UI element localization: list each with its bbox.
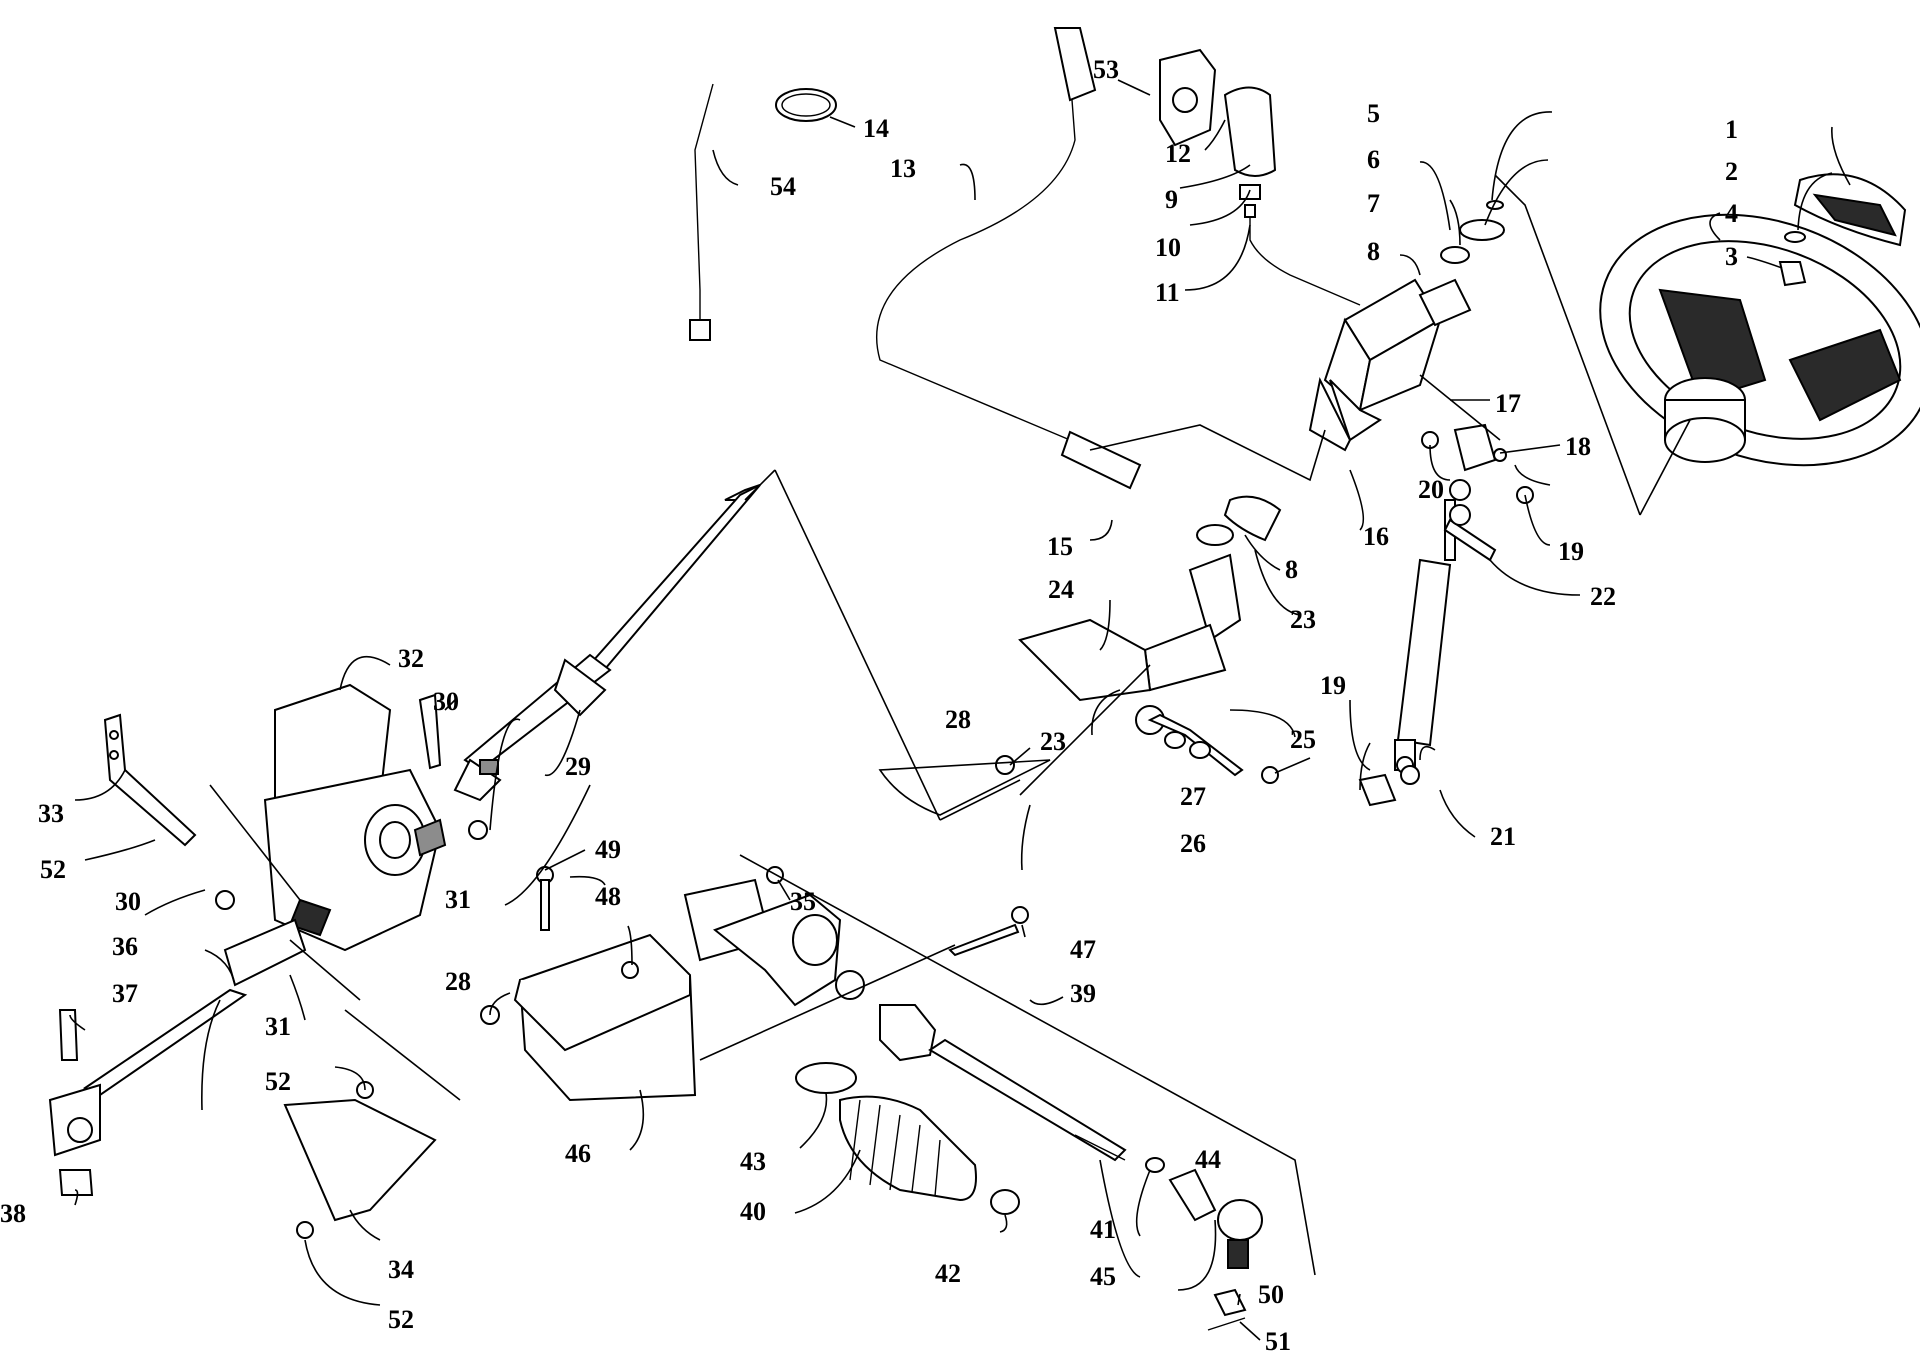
- label-52-middle: 52: [265, 1067, 291, 1096]
- upper-shaft-icon: [418, 484, 761, 840]
- label-24: 24: [1048, 575, 1074, 604]
- label-44: 44: [1195, 1145, 1221, 1174]
- label-50: 50: [1258, 1280, 1284, 1309]
- shift-lever-icon: [1223, 86, 1361, 306]
- washer-stack-icon: [1418, 200, 1505, 327]
- label-1: 1: [1725, 115, 1738, 144]
- label-32: 32: [398, 644, 424, 673]
- label-43: 43: [740, 1147, 766, 1176]
- clamp-icon: [795, 1062, 1020, 1215]
- label-4: 4: [1725, 199, 1738, 228]
- bracket-34-icon: [283, 1081, 437, 1239]
- boot-icon: [839, 1095, 977, 1202]
- label-9: 9: [1165, 185, 1178, 214]
- steering-wheel-icon: [1599, 213, 1920, 467]
- bracket-33-icon: [103, 713, 197, 847]
- wheel-cover-icon: [1793, 173, 1907, 247]
- steering-rack-icon: [879, 1004, 1127, 1162]
- label-2: 2: [1725, 157, 1738, 186]
- label-30-lower: 30: [115, 887, 141, 916]
- label-21: 21: [1490, 822, 1516, 851]
- label-13: 13: [890, 154, 916, 183]
- rack-pinion-icon: [683, 866, 1029, 1007]
- bolt-icon: [995, 713, 1279, 784]
- pivot-bracket-icon: [1421, 423, 1534, 504]
- label-27: 27: [1180, 782, 1206, 811]
- label-17: 17: [1495, 389, 1521, 418]
- label-31-upper: 31: [445, 885, 471, 914]
- part-labels: 1 2 3 4 5 6 7 8 8 9 10 11 12 13 14 15 16…: [0, 55, 1738, 1356]
- label-30-upper: 30: [433, 687, 459, 716]
- label-46: 46: [565, 1139, 591, 1168]
- label-51: 51: [1265, 1327, 1291, 1356]
- label-41: 41: [1090, 1215, 1116, 1244]
- label-31-lower: 31: [265, 1012, 291, 1041]
- label-12: 12: [1165, 139, 1191, 168]
- bushing-icon: [1223, 495, 1282, 542]
- label-19-lower: 19: [1320, 671, 1346, 700]
- shift-cable-icon: [876, 27, 1142, 490]
- label-34: 34: [388, 1255, 414, 1284]
- nut-icon: [1778, 261, 1807, 287]
- label-37: 37: [112, 979, 138, 1008]
- label-39: 39: [1070, 979, 1096, 1008]
- label-48: 48: [595, 882, 621, 911]
- mounting-plate-icon: [1159, 48, 1217, 147]
- label-28-lower: 28: [445, 967, 471, 996]
- label-8-lower: 8: [1285, 555, 1298, 584]
- gas-strut-icon: [1358, 479, 1497, 807]
- label-7: 7: [1367, 189, 1380, 218]
- label-20: 20: [1418, 475, 1444, 504]
- label-54: 54: [770, 172, 796, 201]
- mount-bracket-icon: [480, 866, 697, 1102]
- column-support-icon: [1018, 524, 1242, 735]
- label-53: 53: [1093, 55, 1119, 84]
- label-52-lower: 52: [388, 1305, 414, 1334]
- label-28-upper: 28: [945, 705, 971, 734]
- label-29: 29: [565, 752, 591, 781]
- label-38: 38: [0, 1199, 26, 1228]
- label-25: 25: [1290, 725, 1316, 754]
- label-5: 5: [1367, 99, 1380, 128]
- label-23-upper: 23: [1290, 605, 1316, 634]
- label-22: 22: [1590, 582, 1616, 611]
- leader-lines: [69, 79, 1851, 1341]
- label-19-upper: 19: [1558, 537, 1584, 566]
- label-6: 6: [1367, 145, 1380, 174]
- label-52-upper: 52: [40, 855, 66, 884]
- label-42: 42: [935, 1259, 961, 1288]
- label-3: 3: [1725, 242, 1738, 271]
- power-steering-unit-icon: [263, 683, 447, 952]
- tie-rod-end-icon: [1145, 1157, 1263, 1331]
- label-47: 47: [1070, 935, 1096, 964]
- label-49: 49: [595, 835, 621, 864]
- lock-washer-icon: [1784, 231, 1806, 243]
- cable-tie-icon: [689, 83, 714, 341]
- label-40: 40: [740, 1197, 766, 1226]
- label-16: 16: [1363, 522, 1389, 551]
- label-11: 11: [1155, 278, 1180, 307]
- label-26: 26: [1180, 829, 1206, 858]
- label-14: 14: [863, 114, 889, 143]
- snap-ring-icon: [775, 88, 837, 122]
- label-35: 35: [790, 887, 816, 916]
- label-36: 36: [112, 932, 138, 961]
- label-45: 45: [1090, 1262, 1116, 1291]
- lower-shaft-icon: [48, 890, 307, 1196]
- steering-column-icon: [1308, 278, 1442, 452]
- label-15: 15: [1047, 532, 1073, 561]
- label-33: 33: [38, 799, 64, 828]
- label-18: 18: [1565, 432, 1591, 461]
- label-23-lower: 23: [1040, 727, 1066, 756]
- label-10: 10: [1155, 233, 1181, 262]
- label-8-upper: 8: [1367, 237, 1380, 266]
